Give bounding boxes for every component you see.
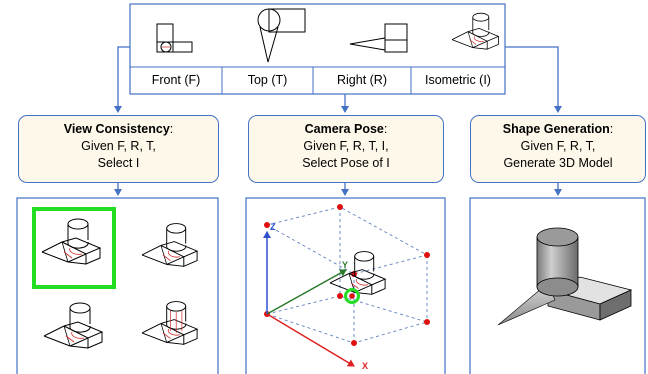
y-axis xyxy=(266,269,347,315)
task-title: Shape Generation xyxy=(502,122,610,136)
view-label-isometric: Isometric (I) xyxy=(425,73,491,87)
view-label-front: Front (F) xyxy=(151,73,201,87)
camera-pose-panel xyxy=(245,197,446,374)
z-axis-label: Z xyxy=(270,222,276,232)
task-title: Camera Pose xyxy=(304,122,384,136)
task-line: Select Pose of I xyxy=(302,156,390,170)
task-line: Select I xyxy=(97,156,140,170)
task-camera-pose: Camera Pose: Given F, R, T, I, Select Po… xyxy=(248,115,444,183)
connectors xyxy=(114,46,562,196)
task-line: Given F, R, T, xyxy=(81,139,156,153)
task-line: Given F, R, T, I, xyxy=(303,139,389,153)
task-view-consistency: View Consistency: Given F, R, T, Select … xyxy=(18,115,219,183)
generated-3d-model xyxy=(497,227,633,326)
selected-pose-highlight xyxy=(344,288,360,304)
task-shape-generation: Shape Generation: Given F, R, T, Generat… xyxy=(470,115,646,183)
view-label-top: Top (T) xyxy=(247,73,288,87)
x-axis xyxy=(266,313,355,367)
task-line: Given F, R, T, xyxy=(520,139,596,153)
top-view-drawing xyxy=(257,8,306,63)
front-view-drawing xyxy=(156,23,193,53)
task-line: Generate 3D Model xyxy=(503,156,613,170)
task-title: View Consistency xyxy=(63,122,170,136)
right-view-drawing xyxy=(349,23,408,53)
y-axis-label: Y xyxy=(342,260,348,270)
candidate-isometric-4 xyxy=(141,301,198,345)
view-label-right: Right (R) xyxy=(336,73,387,87)
camera-points xyxy=(264,204,430,346)
x-axis-label: X xyxy=(362,361,368,371)
selected-candidate-highlight xyxy=(32,207,116,289)
